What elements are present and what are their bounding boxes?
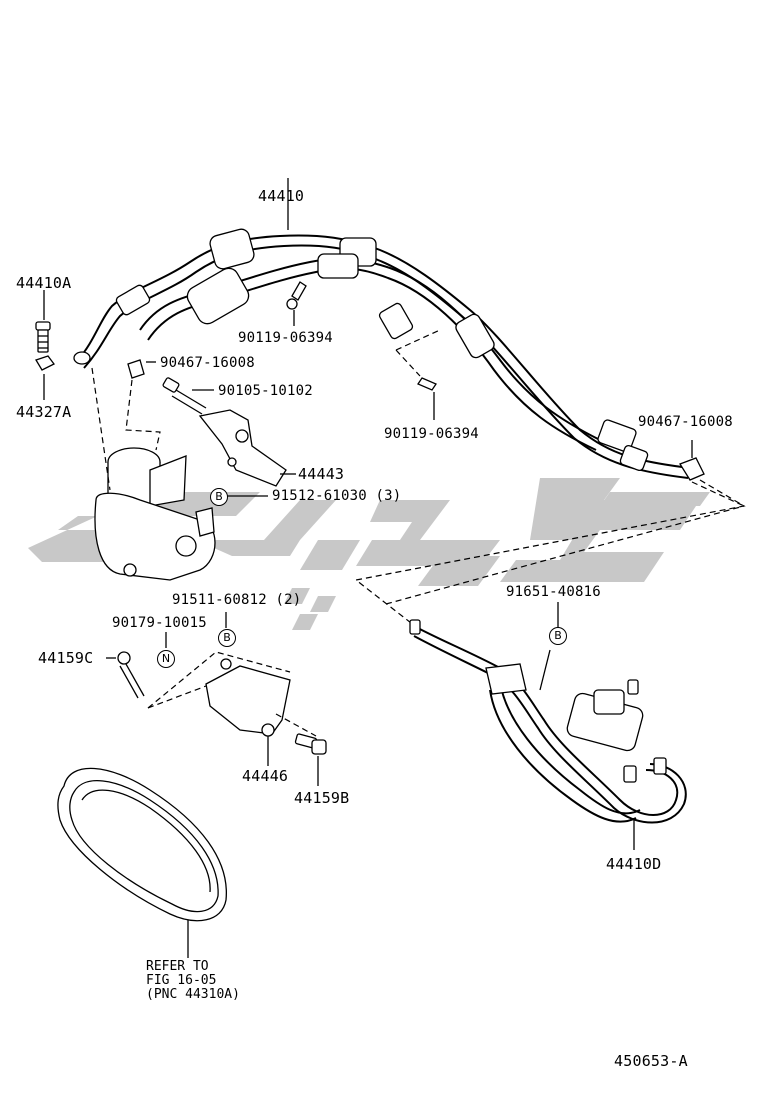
bracket-44446 bbox=[147, 651, 317, 766]
pump-assembly bbox=[91, 367, 216, 581]
label-91512-61030: 91512-61030 (3) bbox=[272, 488, 402, 504]
label-44410A: 44410A bbox=[16, 274, 72, 292]
label-90119-06394-lower: 90119-06394 bbox=[384, 426, 479, 442]
gear-hose-44410D bbox=[409, 619, 687, 850]
hose-44410 bbox=[77, 178, 691, 479]
marker-b-91511: B bbox=[218, 629, 236, 647]
label-44443: 44443 bbox=[298, 465, 345, 483]
leader-lines bbox=[43, 290, 559, 659]
clip-90467-right bbox=[679, 440, 705, 481]
nut-44159B bbox=[294, 733, 327, 786]
marker-b-91651: B bbox=[549, 627, 567, 645]
label-90105-10102: 90105-10102 bbox=[218, 383, 313, 399]
marker-b-91512: B bbox=[210, 488, 228, 506]
refer-note: REFER TO FIG 16-05 (PNC 44310A) bbox=[146, 959, 240, 1002]
screw-90119-upper bbox=[286, 281, 307, 326]
routing-lines bbox=[354, 479, 746, 631]
watermark-logo bbox=[28, 478, 710, 630]
label-91511-60812: 91511-60812 (2) bbox=[172, 592, 302, 608]
label-44159B: 44159B bbox=[294, 789, 350, 807]
label-90119-06394-upper: 90119-06394 bbox=[238, 330, 333, 346]
screw-90119-lower bbox=[395, 329, 441, 420]
union-bolt-44410A bbox=[35, 321, 91, 371]
label-44159C: 44159C bbox=[38, 649, 94, 667]
label-44410: 44410 bbox=[258, 187, 305, 205]
bolt-44159C bbox=[117, 651, 145, 699]
label-90467-16008-right: 90467-16008 bbox=[638, 414, 733, 430]
label-90467-16008-left: 90467-16008 bbox=[160, 355, 255, 371]
marker-n-90179: N bbox=[157, 650, 175, 668]
label-44327A: 44327A bbox=[16, 403, 72, 421]
label-90179-10015: 90179-10015 bbox=[112, 615, 207, 631]
v-belt bbox=[57, 767, 227, 958]
bolt-90105 bbox=[162, 377, 214, 415]
label-44446: 44446 bbox=[242, 767, 289, 785]
clip-90467-left bbox=[127, 359, 156, 379]
label-91651-40816: 91651-40816 bbox=[506, 584, 601, 600]
figure-code: 450653-A bbox=[614, 1052, 688, 1070]
bracket-44443 bbox=[198, 409, 296, 487]
label-44410D: 44410D bbox=[606, 855, 662, 873]
